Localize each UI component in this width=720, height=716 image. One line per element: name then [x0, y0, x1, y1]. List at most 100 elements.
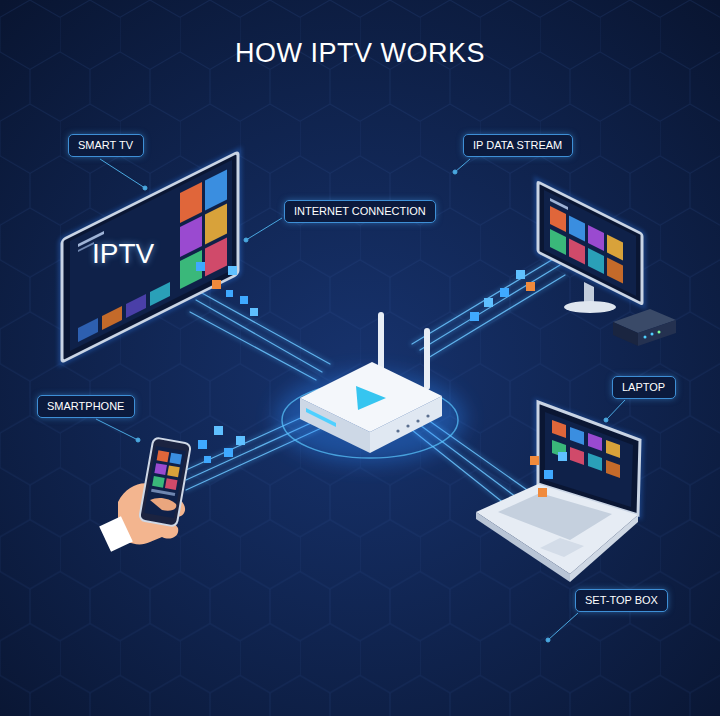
- data-cubes: [198, 440, 207, 449]
- smart-tv: [62, 152, 238, 362]
- desktop-monitor: [569, 216, 585, 242]
- data-cubes: [204, 456, 211, 463]
- data-cubes: [250, 308, 258, 316]
- laptop: [570, 427, 584, 445]
- laptop: [498, 493, 612, 540]
- leader-lines: [604, 418, 608, 422]
- leader-lines: [96, 159, 625, 642]
- data-cubes: [530, 456, 539, 465]
- leader-lines: [100, 159, 145, 188]
- data-wires: [186, 258, 565, 508]
- desktop-monitor: [569, 239, 585, 265]
- data-wires: [190, 292, 330, 380]
- smartphone-in-hand: [151, 489, 175, 496]
- data-cubes: [228, 266, 237, 275]
- screen-logo: IPTV: [92, 238, 154, 270]
- callout-label: IP DATA STREAM: [473, 139, 562, 152]
- laptop: [552, 420, 566, 438]
- smart-tv: [126, 294, 146, 318]
- smart-tv: [180, 216, 202, 257]
- router: [426, 414, 429, 417]
- smartphone-in-hand: [157, 450, 170, 462]
- router: [275, 312, 465, 463]
- router: [356, 386, 386, 410]
- laptop: [606, 440, 620, 458]
- laptop: [588, 453, 602, 471]
- desktop-monitor: [550, 206, 566, 232]
- smart-tv: [205, 170, 227, 211]
- smartphone-in-hand: [150, 498, 176, 511]
- leader-lines: [455, 159, 470, 172]
- smartphone-in-hand: [152, 476, 165, 488]
- laptop: [606, 460, 620, 478]
- set-top-box-device: [613, 309, 676, 346]
- callout-label: SMART TV: [78, 139, 133, 152]
- data-cubes: [214, 426, 223, 435]
- smartphone-in-hand: [169, 453, 182, 465]
- title: HOW IPTV WORKS: [0, 38, 720, 69]
- smart-tv: [58, 146, 242, 368]
- leader-lines: [136, 438, 140, 442]
- smart-tv: [58, 146, 242, 368]
- desktop-monitor: [534, 176, 646, 310]
- smart-tv: [150, 282, 170, 306]
- data-cubes: [538, 488, 547, 497]
- smart-tv: [205, 238, 227, 277]
- callout-label: SET-TOP BOX: [585, 594, 658, 607]
- data-cubes: [470, 312, 479, 321]
- smartphone-in-hand: [139, 437, 191, 526]
- callout-box: SMART TV: [68, 134, 144, 157]
- laptop: [588, 433, 602, 451]
- desktop-monitor: [534, 176, 646, 310]
- data-wires: [190, 292, 330, 380]
- smartphone-in-hand: [99, 516, 133, 552]
- leader-lines: [546, 638, 550, 642]
- callout-label: INTERNET CONNECTION: [294, 205, 426, 218]
- data-cubes: [226, 290, 233, 297]
- laptop: [540, 538, 584, 557]
- smartphone-in-hand: [99, 437, 191, 551]
- data-cubes: [196, 262, 567, 497]
- leader-lines: [606, 400, 625, 420]
- leader-lines: [143, 186, 147, 190]
- data-cubes: [212, 280, 221, 289]
- smartphone-in-hand: [167, 465, 180, 477]
- callout-box: IP DATA STREAM: [463, 134, 573, 157]
- desktop-monitor: [534, 176, 646, 313]
- laptop: [476, 398, 644, 582]
- leader-lines: [244, 238, 248, 242]
- desktop-monitor: [588, 225, 604, 251]
- desktop-monitor: [588, 248, 604, 274]
- leader-lines: [96, 419, 138, 440]
- callout-box: SET-TOP BOX: [575, 589, 668, 612]
- smart-tv: [58, 146, 242, 368]
- desktop-monitor: [607, 235, 623, 261]
- callout-box: LAPTOP: [612, 376, 676, 399]
- set-top-box-device: [658, 331, 661, 334]
- data-cubes: [224, 448, 233, 457]
- router: [306, 408, 336, 427]
- smart-tv: [102, 306, 122, 330]
- leader-lines: [453, 170, 457, 174]
- data-wires: [186, 258, 565, 508]
- set-top-box-device: [644, 336, 647, 339]
- leader-lines: [246, 218, 282, 240]
- data-cubes: [484, 298, 493, 307]
- smartphone-in-hand: [165, 478, 178, 490]
- data-cubes: [516, 270, 525, 279]
- data-cubes: [236, 436, 245, 445]
- data-cubes: [196, 262, 205, 271]
- data-cubes: [558, 452, 567, 461]
- desktop-monitor: [550, 229, 566, 255]
- set-top-box-device: [638, 320, 676, 346]
- data-wires: [412, 258, 565, 358]
- laptop: [570, 447, 584, 465]
- callout-label: SMARTPHONE: [47, 400, 124, 413]
- callout-box: INTERNET CONNECTION: [284, 200, 436, 223]
- smart-tv: [70, 160, 232, 351]
- data-cubes: [500, 288, 509, 297]
